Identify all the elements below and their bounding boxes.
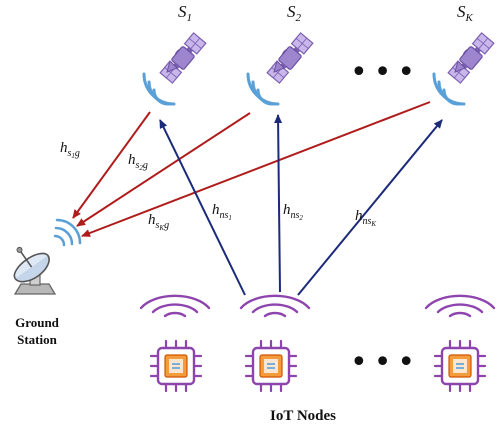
ground-station-dish-icon bbox=[13, 218, 82, 295]
satellite-ellipsis: ••• bbox=[350, 55, 422, 90]
satellite-icon bbox=[447, 31, 495, 84]
channel-label-s1g: hs1g bbox=[60, 140, 80, 160]
iot-chip-icon bbox=[433, 339, 487, 393]
iot-chip-icon bbox=[149, 339, 203, 393]
channel-label-ns1: hns1 bbox=[212, 202, 232, 222]
downlink-arrow-s1 bbox=[72, 111, 151, 219]
uplink-arrow-k bbox=[297, 119, 443, 296]
iot-ellipsis: ••• bbox=[350, 345, 422, 380]
downlink-arrow-sk bbox=[81, 101, 431, 237]
uplink-arrow-1 bbox=[159, 119, 246, 296]
satellite-label-2: S2 bbox=[287, 2, 301, 24]
signal-wave-icon bbox=[139, 294, 211, 318]
channel-label-nsk: hnsK bbox=[355, 208, 377, 228]
satellite-icon bbox=[159, 31, 207, 84]
satellite-icon bbox=[266, 31, 314, 84]
channel-label-ns2: hns2 bbox=[283, 202, 303, 222]
uplink-arrow-2 bbox=[274, 114, 283, 293]
satellite-label-k: SK bbox=[457, 2, 473, 24]
channel-label-skg: hsKg bbox=[148, 212, 170, 232]
channel-label-s2g: hs2g bbox=[128, 152, 148, 172]
satellite-label-1: S1 bbox=[178, 2, 192, 24]
signal-wave-icon bbox=[239, 294, 311, 318]
iot-nodes-label: IoT Nodes bbox=[270, 408, 336, 424]
signal-wave-icon bbox=[424, 294, 496, 318]
ground-station-label: Ground Station bbox=[15, 315, 59, 347]
downlink-arrow-s2 bbox=[76, 112, 251, 227]
iot-chip-icon bbox=[244, 339, 298, 393]
